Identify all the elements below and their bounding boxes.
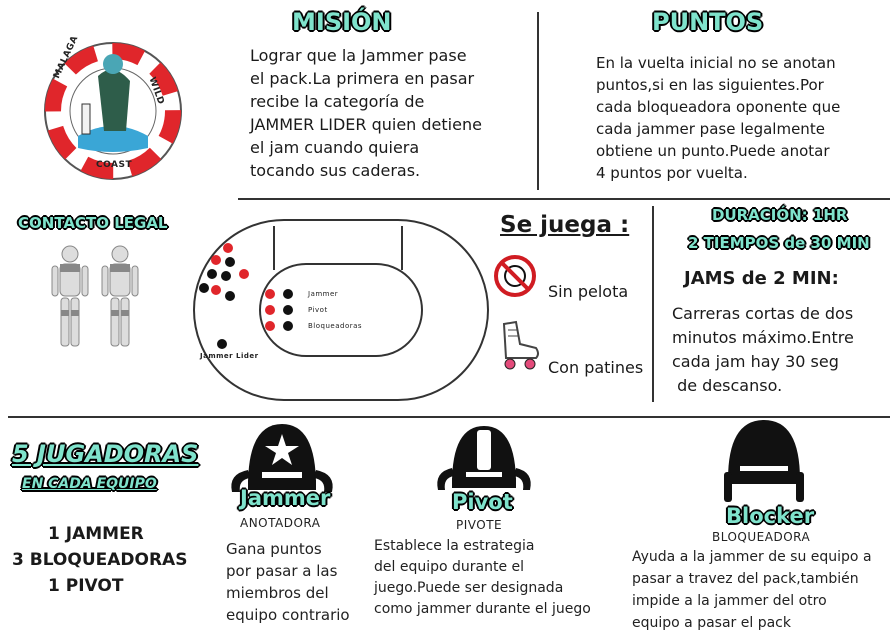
- pivot-helmet-icon: [432, 422, 536, 494]
- puntos-line: En la vuelta inicial no se anotan: [596, 54, 836, 72]
- pivot-desc-line: Establece la estrategia: [374, 538, 535, 554]
- jammer-desc-line: equipo contrario: [226, 606, 350, 624]
- legend-blocker-label: Bloqueadoras: [308, 322, 363, 330]
- logo-bottom-text: COAST: [96, 160, 133, 170]
- player-black: [207, 269, 217, 279]
- mision-line: el jam cuando quiera: [250, 138, 420, 157]
- legend-red-pivot: [265, 305, 275, 315]
- legend-black-pivot: [283, 305, 293, 315]
- track-diagram: Jammer Pivot Bloqueadoras Jammer Lider: [188, 214, 494, 406]
- jammer-sub: ANOTADORA: [240, 516, 321, 530]
- player-red: [211, 255, 221, 265]
- mision-text: Lograr que la Jammer pase el pack.La pri…: [250, 44, 520, 182]
- jammer-desc-line: miembros del: [226, 584, 329, 602]
- roller-skate-icon: [496, 318, 544, 374]
- player-red: [239, 269, 249, 279]
- duracion-line: de descanso.: [672, 376, 783, 395]
- jams-title: JAMS de 2 MIN:: [684, 268, 839, 289]
- middle-divider: [652, 206, 654, 402]
- legend-pivot-label: Pivot: [308, 306, 328, 314]
- jammer-name: Jammer: [240, 486, 331, 510]
- player-black: [225, 291, 235, 301]
- player-black: [225, 257, 235, 267]
- top-divider: [537, 12, 539, 190]
- puntos-title: PUNTOS: [652, 8, 764, 36]
- section-divider: [8, 416, 890, 418]
- jugadoras-line: 1 PIVOT: [48, 576, 124, 596]
- jammer-desc-line: por pasar a las: [226, 562, 338, 580]
- puntos-line: cada bloqueadora oponente que: [596, 98, 841, 116]
- puntos-text: En la vuelta inicial no se anotan puntos…: [596, 52, 886, 184]
- blocker-sub: BLOQUEADORA: [712, 530, 811, 544]
- duracion-line: Carreras cortas de dos: [672, 304, 854, 323]
- mision-line: recibe la categoría de: [250, 92, 425, 111]
- pivot-desc-line: juego.Puede ser designada: [374, 580, 564, 596]
- jammer-lider-label: Jammer Lider: [200, 352, 259, 360]
- sin-pelota-label: Sin pelota: [548, 282, 629, 301]
- legend-red-jammer: [265, 289, 275, 299]
- duracion-line2: 2 TIEMPOS de 30 MIN: [688, 234, 870, 252]
- player-black: [199, 283, 209, 293]
- jugadoras-title: 5 JUGADORAS: [12, 440, 199, 468]
- legend-black-blocker: [283, 321, 293, 331]
- puntos-line: puntos,si en las siguientes.Por: [596, 76, 824, 94]
- jammer-helmet-icon: [226, 420, 338, 496]
- pivot-desc-line: del equipo durante el: [374, 559, 525, 575]
- team-logo: MALAGA WILD COAST: [38, 34, 188, 186]
- life-ring-logo-icon: [44, 42, 182, 180]
- pivot-desc: Establece la estrategia del equipo duran…: [374, 536, 624, 620]
- pivot-sub: PIVOTE: [456, 518, 503, 532]
- body-figures-icon: [48, 244, 144, 354]
- puntos-line: cada jammer pase legalmente: [596, 120, 825, 138]
- mision-line: el pack.La primera en pasar: [250, 69, 475, 88]
- pivot-desc-line: como jammer durante el juego: [374, 601, 591, 617]
- mision-line: tocando sus caderas.: [250, 161, 421, 180]
- player-red: [211, 285, 221, 295]
- puntos-line: 4 puntos por vuelta.: [596, 164, 748, 182]
- duracion-text: Carreras cortas de dos minutos máximo.En…: [672, 302, 887, 398]
- blocker-desc-line: pasar a travez del pack,también: [632, 571, 859, 587]
- jugadoras-line: 1 JAMMER: [48, 524, 144, 544]
- mision-line: JAMMER LIDER quien detiene: [250, 115, 482, 134]
- player-black: [221, 271, 231, 281]
- blocker-name: Blocker: [726, 504, 815, 528]
- no-ball-icon: [493, 254, 537, 298]
- jammer-desc: Gana puntos por pasar a las miembros del…: [226, 538, 376, 626]
- con-patines-label: Con patines: [548, 358, 644, 377]
- pivot-name: Pivot: [452, 490, 513, 514]
- duracion-line1: DURACIÓN: 1HR: [712, 206, 848, 224]
- blocker-desc-line: Ayuda a la jammer de su equipo a: [632, 549, 872, 565]
- legend-jammer-label: Jammer: [308, 290, 339, 298]
- mision-line: Lograr que la Jammer pase: [250, 46, 467, 65]
- blocker-desc-line: impide a la jammer del otro: [632, 593, 827, 609]
- jugadoras-subtitle: EN CADA EQUIPO: [22, 476, 157, 492]
- mision-title: MISIÓN: [292, 8, 392, 36]
- jugadoras-line: 3 BLOQUEADORAS: [12, 550, 188, 570]
- jammer-desc-line: Gana puntos: [226, 540, 322, 558]
- duracion-line: minutos máximo.Entre: [672, 328, 854, 347]
- jammer-lider-marker: [217, 339, 227, 349]
- se-juega-title: Se juega :: [500, 212, 630, 238]
- blocker-desc: Ayuda a la jammer de su equipo a pasar a…: [632, 546, 890, 634]
- header-divider: [238, 198, 890, 200]
- blocker-helmet-icon: [714, 416, 814, 508]
- contacto-title: CONTACTO LEGAL: [18, 214, 168, 232]
- legend-black-jammer: [283, 289, 293, 299]
- player-red: [223, 243, 233, 253]
- puntos-line: obtiene un punto.Puede anotar: [596, 142, 830, 160]
- duracion-line: cada jam hay 30 seg: [672, 352, 839, 371]
- blocker-desc-line: equipo a pasar el pack: [632, 615, 791, 631]
- legend-red-blocker: [265, 321, 275, 331]
